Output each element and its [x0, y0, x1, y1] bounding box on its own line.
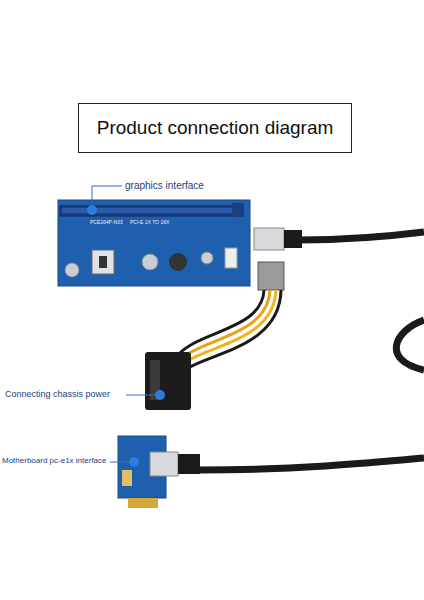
usb-socket	[254, 228, 284, 250]
usb-plug	[178, 454, 200, 474]
molex-socket	[225, 248, 237, 268]
voltage-regulator	[92, 250, 114, 274]
slot-latch	[232, 203, 244, 217]
usb-socket	[150, 452, 178, 476]
usb-cable	[300, 232, 424, 240]
capacitor	[142, 254, 158, 270]
board-marking: PCI-E 1X TO 16X	[130, 219, 169, 225]
usb-cable	[200, 458, 424, 470]
callout-dot	[155, 390, 165, 400]
pcie-x16-slot	[60, 206, 242, 216]
sata-connector	[145, 352, 191, 410]
usb-plug	[284, 230, 302, 248]
title-box: Product connection diagram	[78, 103, 352, 153]
capacitor	[122, 470, 132, 486]
board-marking: PCE164P-N03	[90, 219, 123, 225]
power-wire	[188, 290, 281, 368]
pcie-x1-contacts	[128, 498, 158, 508]
power-wire	[182, 290, 270, 358]
callout-dot	[129, 457, 139, 467]
diagram-title: Product connection diagram	[97, 117, 334, 139]
callout-label: graphics interface	[125, 180, 204, 191]
regulator-chip	[99, 256, 107, 268]
callout-label: Motherboard pc-e1x interface	[2, 456, 107, 465]
capacitor	[201, 252, 213, 264]
callout-dot	[87, 205, 97, 215]
usb-cable	[396, 320, 424, 370]
capacitor	[65, 263, 79, 277]
inductor	[169, 253, 187, 271]
callout-label: Connecting chassis power	[5, 389, 110, 399]
leader-line	[126, 395, 160, 396]
6pin-connector	[258, 262, 284, 290]
leader-line	[92, 186, 122, 210]
riser-board	[58, 200, 250, 286]
